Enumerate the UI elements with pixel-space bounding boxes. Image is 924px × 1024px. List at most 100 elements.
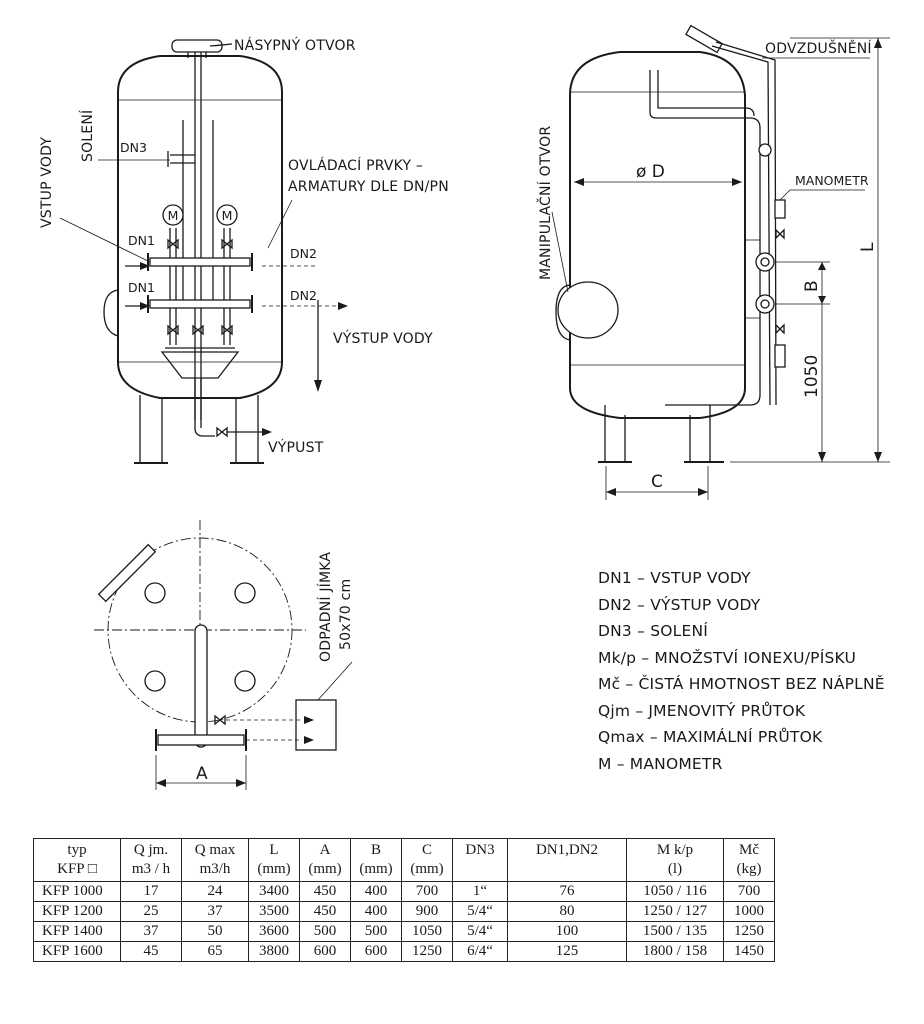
table-cell: 1250: [723, 921, 775, 942]
table-cell: 1500 / 135: [626, 921, 724, 942]
table-row: KFP 1400 37 50 3600 500 500 1050 5/4“ 10…: [33, 921, 775, 942]
table-cell: KFP 1200: [33, 901, 121, 922]
table-cell: 1“: [452, 881, 508, 902]
table-cell: 65: [181, 941, 249, 962]
table-cell: 450: [299, 901, 351, 922]
dim-a: A: [196, 764, 208, 784]
col-header: M k/p(l): [626, 838, 724, 882]
table-row: KFP 1000 17 24 3400 450 400 700 1“ 76 10…: [33, 881, 775, 902]
label-jimka-size: 50x70 cm: [338, 579, 354, 650]
table-cell: 400: [350, 881, 402, 902]
table-cell: 500: [299, 921, 351, 942]
table-cell: 37: [181, 901, 249, 922]
manometer-icon: [774, 199, 786, 219]
table-cell: 1250: [401, 941, 453, 962]
label-vystup-vody: VÝSTUP VODY: [333, 330, 433, 347]
gauge-left-label: M: [168, 208, 179, 223]
col-header: Mč(kg): [723, 838, 775, 882]
label-vypust: VÝPUST: [268, 439, 324, 456]
legend-item: DN3 – SOLENÍ: [598, 622, 709, 640]
col-header: DN3: [452, 838, 508, 882]
legend-item: Mk/p – MNOŽSTVÍ IONEXU/PÍSKU: [598, 648, 857, 667]
label-dn1-lower: DN1: [128, 280, 155, 295]
table-cell: 45: [120, 941, 182, 962]
table-cell: 76: [507, 881, 627, 902]
table-cell: 1800 / 158: [626, 941, 724, 962]
table-cell: 3800: [248, 941, 300, 962]
table-cell: 37: [120, 921, 182, 942]
side-view: ø D C: [536, 24, 890, 500]
label-dn2-lower: DN2: [290, 288, 317, 303]
label-manipulacni-otvor: MANIPULAČNÍ OTVOR: [536, 126, 554, 280]
front-vessel-body: [117, 55, 283, 399]
col-header: L(mm): [248, 838, 300, 882]
table-cell: 50: [181, 921, 249, 942]
label-vstup-vody: VSTUP VODY: [39, 137, 55, 228]
table-cell: 500: [350, 921, 402, 942]
legend-item: DN2 – VÝSTUP VODY: [598, 595, 761, 614]
label-soleni: SOLENÍ: [79, 110, 96, 162]
label-odpadni-jimka: ODPADNÍ JÍMKA: [317, 552, 334, 662]
table-cell: 5/4“: [452, 901, 508, 922]
top-view: A ODPADNÍ JÍMKA 50x70 cm: [94, 520, 354, 790]
table-cell: 1450: [723, 941, 775, 962]
front-view: M M: [39, 37, 449, 464]
label-dn2-upper: DN2: [290, 246, 317, 261]
table-cell: 6/4“: [452, 941, 508, 962]
legend-item: Qjm – JMENOVITÝ PRŮTOK: [598, 701, 806, 720]
table-cell: 25: [120, 901, 182, 922]
dim-1050: 1050: [802, 355, 822, 398]
table-cell: 450: [299, 881, 351, 902]
label-dn3: DN3: [120, 140, 147, 155]
table-cell: 1000: [723, 901, 775, 922]
gauge-right-label: M: [222, 208, 233, 223]
table-cell: 900: [401, 901, 453, 922]
front-legs: [134, 395, 264, 464]
table-cell: 700: [723, 881, 775, 902]
table-cell: 3500: [248, 901, 300, 922]
table-cell: 1050: [401, 921, 453, 942]
label-odvzdusneni: ODVZDUŠNĚNÍ: [765, 39, 872, 57]
col-header: B(mm): [350, 838, 402, 882]
legend-item: M – MANOMETR: [598, 754, 723, 773]
col-header: Q jm.m3 / h: [120, 838, 182, 882]
legend-item: DN1 – VSTUP VODY: [598, 569, 751, 587]
legend-item: Mč – ČISTÁ HMOTNOST BEZ NÁPLNĚ: [598, 675, 885, 693]
table-row: KFP 1200 25 37 3500 450 400 900 5/4“ 80 …: [33, 901, 775, 922]
gauge-left-icon: [162, 204, 184, 226]
table-cell: 3600: [248, 921, 300, 942]
col-header: C(mm): [401, 838, 453, 882]
table-row: KFP 1600 45 65 3800 600 600 1250 6/4“ 12…: [33, 941, 775, 962]
table-cell: 3400: [248, 881, 300, 902]
gauge-right-icon: [216, 204, 238, 226]
legend-item: Qmax – MAXIMÁLNÍ PRŮTOK: [598, 728, 823, 746]
col-header: DN1,DN2: [507, 838, 627, 882]
table-cell: KFP 1400: [33, 921, 121, 942]
dim-c: C: [651, 472, 663, 492]
table-cell: 600: [350, 941, 402, 962]
table-cell: 100: [507, 921, 627, 942]
table-cell: 125: [507, 941, 627, 962]
table-cell: 17: [120, 881, 182, 902]
table-cell: 400: [350, 901, 402, 922]
dim-l: L: [858, 242, 878, 252]
label-diameter: ø D: [636, 162, 665, 182]
label-nasypny-otvor: NÁSYPNÝ OTVOR: [234, 37, 356, 54]
table-cell: 24: [181, 881, 249, 902]
table-cell: KFP 1600: [33, 941, 121, 962]
side-legs: [598, 405, 724, 463]
col-header: A(mm): [299, 838, 351, 882]
table-cell: 80: [507, 901, 627, 922]
side-vessel-body: [569, 51, 746, 419]
table-cell: KFP 1000: [33, 881, 121, 902]
table-cell: 1050 / 116: [626, 881, 724, 902]
drain-pit: [295, 699, 337, 751]
table-cell: 1250 / 127: [626, 901, 724, 922]
manhole: [557, 281, 619, 339]
technical-drawing: M M: [39, 24, 890, 790]
table-cell: 600: [299, 941, 351, 962]
